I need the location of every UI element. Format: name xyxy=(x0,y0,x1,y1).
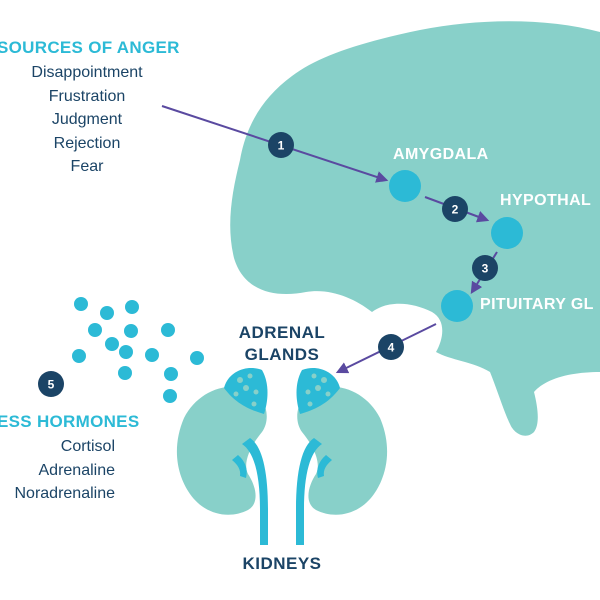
hypothalamus-label: HYPOTHAL xyxy=(500,192,592,209)
step-3-badge: 3 xyxy=(472,255,498,281)
step-5-badge: 5 xyxy=(38,371,64,397)
adrenal-glands-label: ADRENAL GLANDS xyxy=(222,322,342,366)
brain-shape xyxy=(230,21,600,436)
amygdala-label: AMYGDALA xyxy=(393,146,489,163)
pituitary-dot xyxy=(441,290,473,322)
kidneys-label: KIDNEYS xyxy=(242,554,322,573)
adrenal-gland-right xyxy=(296,368,340,414)
sources-item: Rejection xyxy=(53,134,121,152)
amygdala-dot xyxy=(389,170,421,202)
hormones-item: Adrenaline xyxy=(38,461,116,479)
hormones-list: Cortisol Adrenaline Noradrenaline xyxy=(0,435,115,506)
step-2-badge: 2 xyxy=(442,196,468,222)
hormone-dots xyxy=(72,297,204,403)
adrenal-label-line2: GLANDS xyxy=(244,345,320,364)
adrenal-gland-left xyxy=(224,368,268,414)
sources-list: Disappointment Frustration Judgment Reje… xyxy=(0,61,174,179)
kidney-left-shape xyxy=(176,386,267,515)
sources-item: Frustration xyxy=(48,87,126,105)
step-4-label: 4 xyxy=(388,341,395,355)
step-5-label: 5 xyxy=(48,378,55,392)
hormones-item: Noradrenaline xyxy=(14,485,115,502)
adrenal-texture-dots xyxy=(233,373,331,407)
ureter-right xyxy=(296,438,322,545)
sources-item: Disappointment xyxy=(31,64,143,81)
ureter-right-inner xyxy=(317,455,332,478)
adrenal-label-line1: ADRENAL xyxy=(238,323,326,342)
ureter-left-inner xyxy=(232,455,247,478)
ureter-left xyxy=(242,438,268,545)
sources-item: Fear xyxy=(70,158,104,175)
step-1-badge: 1 xyxy=(268,132,294,158)
step-3-label: 3 xyxy=(482,262,489,276)
hormones-title: ESS HORMONES xyxy=(0,412,140,431)
pituitary-label: PITUITARY GL xyxy=(480,296,594,313)
sources-title: SOURCES OF ANGER xyxy=(0,38,180,57)
step-1-label: 1 xyxy=(278,139,285,153)
sources-item: Judgment xyxy=(51,111,123,128)
hypothalamus-dot xyxy=(491,217,523,249)
kidney-right-shape xyxy=(297,386,388,515)
step-4-badge: 4 xyxy=(378,334,404,360)
step-2-label: 2 xyxy=(452,203,459,217)
hormones-item: Cortisol xyxy=(60,438,115,455)
